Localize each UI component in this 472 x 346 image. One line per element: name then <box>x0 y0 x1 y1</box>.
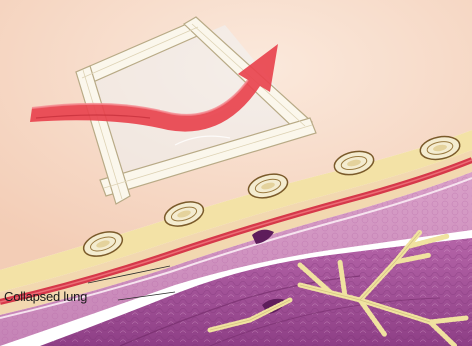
collapsed-lung-label: Collapsed lung <box>4 289 87 304</box>
